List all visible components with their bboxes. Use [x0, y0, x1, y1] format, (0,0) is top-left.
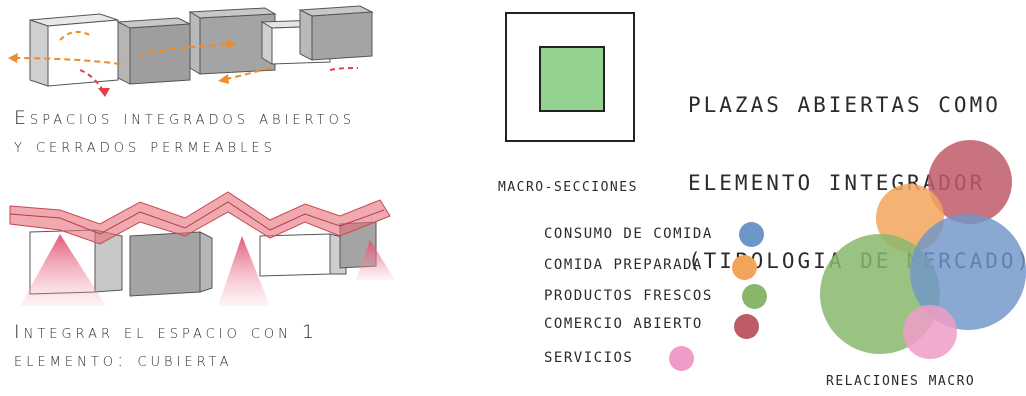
caption-espacios-line2: y cerrados permeables	[14, 135, 276, 157]
macro-secciones-label: MACRO-SECCIONES	[498, 180, 638, 195]
legend-dot-comida-preparada	[732, 255, 757, 280]
roof-integration-diagram	[9, 191, 395, 306]
caption-integrar: Integrar el espacio con 1 elemento: cubi…	[14, 318, 318, 374]
legend-dot-servicios	[669, 346, 694, 371]
circle-consumo-comida	[910, 214, 1026, 330]
relaciones-macro-label: RELACIONES MACRO	[826, 374, 976, 389]
caption-espacios-line1: Espacios integrados abiertos	[14, 107, 356, 129]
plaza-outer-square	[505, 12, 635, 142]
legend-item: COMIDA PREPARADA	[544, 253, 784, 280]
caption-espacios: Espacios integrados abiertos y cerrados …	[14, 104, 355, 160]
legend-label-productos-frescos: PRODUCTOS FRESCOS	[544, 288, 713, 304]
open-closed-spaces-diagram	[8, 5, 374, 97]
plaza-inner-square	[539, 46, 605, 112]
legend-list: CONSUMO DE COMIDA COMIDA PREPARADA PRODU…	[544, 222, 784, 372]
caption-integrar-line2: elemento: cubierta	[14, 349, 233, 371]
legend-label-comida-preparada: COMIDA PREPARADA	[544, 257, 703, 273]
legend-item: CONSUMO DE COMIDA	[544, 222, 784, 248]
legend-label-consumo: CONSUMO DE COMIDA	[544, 226, 713, 242]
legend-label-servicios: SERVICIOS	[544, 350, 634, 366]
circle-servicios	[903, 305, 957, 359]
legend-dot-productos-frescos	[742, 284, 767, 309]
legend-label-comercio-abierto: COMERCIO ABIERTO	[544, 316, 703, 332]
relaciones-macro-diagram	[820, 140, 1026, 359]
plazas-title-line1: PLAZAS ABIERTAS COMO	[688, 93, 1001, 117]
legend-dot-comercio-abierto	[734, 314, 759, 339]
legend-dot-consumo	[739, 222, 764, 247]
legend-item: PRODUCTOS FRESCOS	[544, 284, 784, 310]
caption-integrar-line1: Integrar el espacio con 1	[14, 321, 319, 343]
legend-item: COMERCIO ABIERTO	[544, 314, 784, 340]
legend-item: SERVICIOS	[544, 344, 784, 372]
circle-comercio-abierto	[928, 140, 1012, 224]
